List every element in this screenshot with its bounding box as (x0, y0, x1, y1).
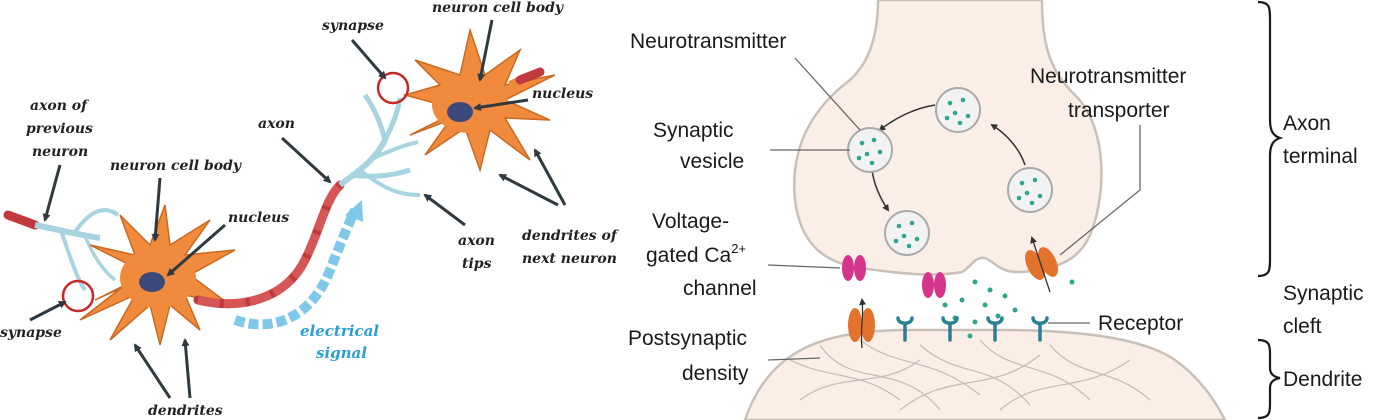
nt-transporter-dendrite (848, 298, 875, 349)
label-nt-transporter-1: Neurotransmitter (1030, 65, 1186, 88)
label-postsynaptic-density-1: Postsynaptic (628, 327, 747, 350)
synapse-circle-left (61, 279, 95, 313)
label-axon-of-previous-1: axon of (30, 98, 90, 114)
axon (193, 180, 345, 309)
label-dendrites: dendrites (148, 403, 223, 419)
label-synaptic-cleft-2: cleft (1283, 315, 1322, 338)
postsynaptic-density-fibers (789, 339, 1151, 411)
vesicle-3 (1007, 167, 1053, 213)
arrow-synapse-top (350, 39, 387, 80)
arrow-axon (280, 136, 332, 184)
label-receptor: Receptor (1098, 312, 1183, 335)
arrow-neuron-cell-body-left (151, 177, 162, 242)
label-synapse-left: synapse (0, 325, 62, 341)
arrow-dendrites-2 (181, 338, 192, 399)
arrow-neuron-cell-body-top (477, 19, 494, 82)
label-neuron-cell-body-left: neuron cell body (110, 158, 242, 174)
label-nucleus-left: nucleus (228, 210, 289, 226)
label-nucleus-top: nucleus (532, 86, 593, 102)
arrow-axon-tips (423, 193, 466, 227)
arrow-dendrites-next-1 (498, 173, 559, 207)
right-neuron-cell-body (402, 27, 556, 173)
ca-channel-2 (922, 272, 946, 298)
label-dendrite: Dendrite (1283, 368, 1362, 391)
label-voltage-gated-2-text: gated Ca (646, 244, 732, 267)
arrow-dendrites-next-2 (533, 148, 567, 206)
receptor-1 (896, 316, 914, 342)
arrow-axon-previous (42, 164, 62, 222)
label-synapse-top: synapse (322, 18, 384, 34)
label-synaptic-vesicle-1: Synaptic (653, 119, 734, 142)
arrow-nucleus-left (166, 223, 226, 277)
leader-nt-transporter (1059, 125, 1141, 256)
label-voltage-gated-sup: 2+ (731, 241, 746, 256)
vesicle-1 (847, 127, 893, 173)
label-synaptic-vesicle-2: vesicle (680, 150, 744, 173)
label-neurotransmitter: Neurotransmitter (630, 30, 786, 53)
left-neuron-cell-body (79, 204, 236, 346)
leader-neurotransmitter (794, 57, 861, 131)
label-postsynaptic-density-2: density (682, 362, 749, 385)
label-axon-of-previous-2: previous (26, 121, 93, 137)
label-dendrites-next-1: dendrites of (522, 228, 620, 244)
arrow-nucleus-top (473, 98, 529, 112)
synapse-diagram: Neurotransmitter Synaptic vesicle Voltag… (628, 0, 1364, 420)
label-synaptic-cleft-1: Synaptic (1283, 282, 1364, 305)
receptor-3 (986, 316, 1004, 342)
electrical-signal-arrow (233, 200, 363, 330)
previous-neuron-axon (3, 208, 120, 292)
brace-axon-terminal (1257, 0, 1284, 278)
label-axon-tips-2: tips (462, 256, 492, 272)
axon-terminal (793, 0, 1103, 276)
label-axon: axon (258, 116, 295, 132)
label-electrical-signal-1: electrical (300, 322, 379, 340)
label-axon-terminal-2: terminal (1283, 145, 1358, 168)
label-axon-terminal-1: Axon (1283, 112, 1331, 135)
ca-channel-1 (842, 255, 866, 281)
vesicle-2 (935, 87, 981, 133)
label-neuron-cell-body-top: neuron cell body (432, 0, 564, 16)
leader-ca-channel (767, 264, 841, 269)
receptors (896, 316, 1049, 342)
synaptic-vesicles (847, 87, 1053, 256)
vesicle-cycle-arrows (871, 104, 1026, 212)
leader-postsynaptic-density (767, 357, 821, 361)
synapse-circle-top (376, 71, 410, 105)
label-voltage-gated-1: Voltage- (652, 210, 729, 233)
label-dendrites-next-2: next neuron (522, 251, 617, 267)
axon-tips (338, 93, 421, 197)
label-axon-tips-1: axon (458, 233, 495, 249)
right-nucleus (447, 102, 473, 122)
label-nt-transporter-2: transporter (1068, 99, 1170, 122)
brace-dendrite (1257, 338, 1281, 420)
label-voltage-gated-2: gated Ca2+ (646, 241, 746, 267)
left-nucleus (139, 272, 165, 292)
receptor-4 (1031, 316, 1049, 342)
nt-transporter-terminal (1025, 236, 1058, 293)
arrow-dendrites-1 (133, 343, 172, 399)
label-electrical-signal-2: signal (316, 344, 367, 362)
label-voltage-gated-3: channel (683, 277, 757, 300)
receptor-2 (941, 316, 959, 342)
label-axon-of-previous-3: neuron (32, 144, 88, 160)
neuron-diagram: neuron cell body synapse nucleus axon ax… (0, 0, 620, 419)
arrow-synapse-left (29, 300, 67, 322)
vesicle-4 (884, 210, 930, 256)
